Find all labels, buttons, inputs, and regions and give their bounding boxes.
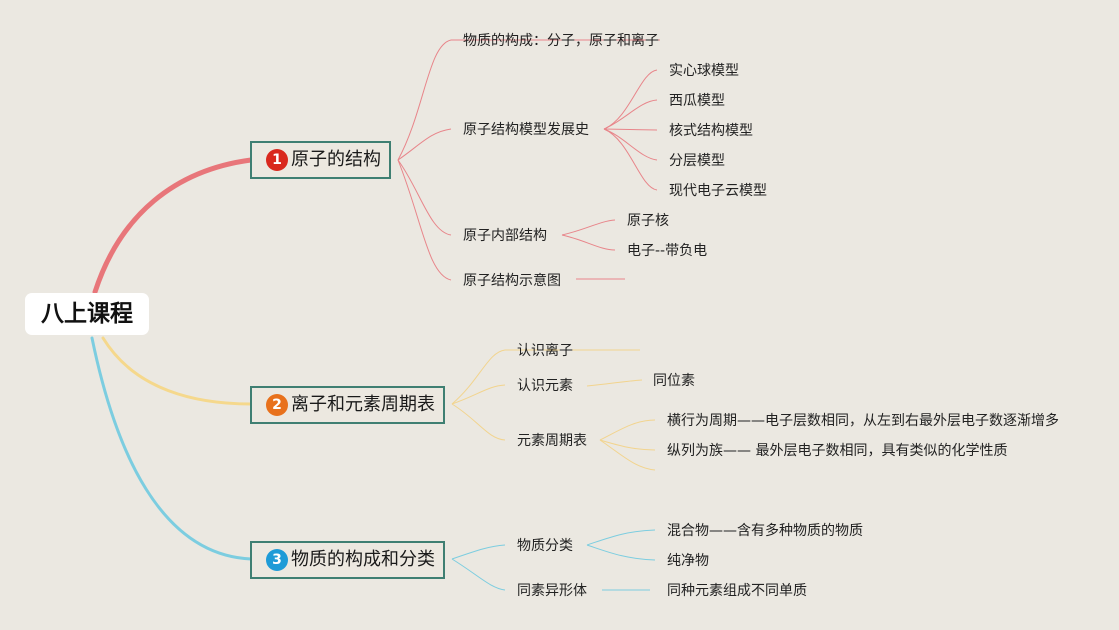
model-item[interactable]: 现代电子云模型 xyxy=(669,183,767,199)
isotope-item[interactable]: 同位素 xyxy=(653,373,695,389)
model-item[interactable]: 西瓜模型 xyxy=(669,93,725,109)
topic-allotrope[interactable]: 同素异形体 xyxy=(517,583,587,599)
topic-composition[interactable]: 物质的构成：分子，原子和离子 xyxy=(463,33,659,49)
badge-number-1: 1 xyxy=(266,149,288,171)
topic-periodic-table[interactable]: 元素周期表 xyxy=(517,433,587,449)
branch-label: 物质的构成和分类 xyxy=(291,549,435,570)
topic-classification[interactable]: 物质分类 xyxy=(517,538,573,554)
branch-2-connectors xyxy=(451,349,656,471)
root-node[interactable]: 八上课程 xyxy=(25,293,149,335)
inner-item[interactable]: 电子--带负电 xyxy=(627,243,708,259)
branch-label: 原子的结构 xyxy=(291,149,381,170)
topic-inner-structure[interactable]: 原子内部结构 xyxy=(463,228,547,244)
model-item[interactable]: 实心球模型 xyxy=(669,63,739,79)
branch-label: 离子和元素周期表 xyxy=(291,394,435,415)
topic-model-history[interactable]: 原子结构模型发展史 xyxy=(463,122,589,138)
topic-structure-diagram[interactable]: 原子结构示意图 xyxy=(463,273,561,289)
connector-root-branch-3 xyxy=(90,336,253,561)
classification-item[interactable]: 纯净物 xyxy=(667,553,709,569)
classification-item[interactable]: 混合物——含有多种物质的物质 xyxy=(667,523,863,539)
inner-item[interactable]: 原子核 xyxy=(627,213,669,229)
branch-3-connectors xyxy=(451,529,656,591)
allotrope-description[interactable]: 同种元素组成不同单质 xyxy=(667,583,807,599)
branch-matter-classification[interactable]: 3 物质的构成和分类 xyxy=(250,541,445,579)
topic-know-element[interactable]: 认识元素 xyxy=(517,378,573,394)
connector-root-branch-2 xyxy=(101,336,253,406)
branch-ions-periodic-table[interactable]: 2 离子和元素周期表 xyxy=(250,386,445,424)
topic-know-ion[interactable]: 认识离子 xyxy=(517,343,573,359)
periodic-table-item[interactable]: 横行为周期——电子层数相同，从左到右最外层电子数逐渐增多 xyxy=(667,413,1059,429)
badge-number-3: 3 xyxy=(266,549,288,571)
badge-number-2: 2 xyxy=(266,394,288,416)
model-item[interactable]: 核式结构模型 xyxy=(669,123,753,139)
model-item[interactable]: 分层模型 xyxy=(669,153,725,169)
branch-atom-structure[interactable]: 1 原子的结构 xyxy=(250,141,391,179)
connector-root-branch-1 xyxy=(92,157,254,295)
branch-1-connectors xyxy=(397,39,660,281)
periodic-table-item[interactable]: 纵列为族—— 最外层电子数相同，具有类似的化学性质 xyxy=(667,443,1008,459)
